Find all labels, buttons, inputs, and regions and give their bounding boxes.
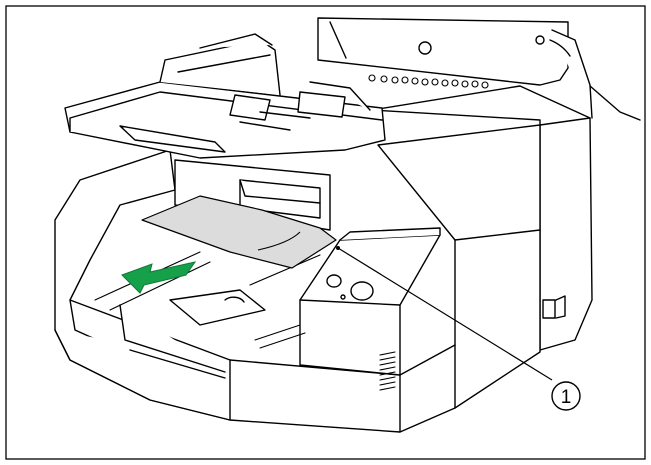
roller-row xyxy=(368,74,489,89)
scanner-body xyxy=(371,85,593,409)
jammed-paper xyxy=(141,195,337,269)
remove-direction-arrow-icon xyxy=(121,261,197,294)
exit-slot xyxy=(174,159,331,231)
callout-leader-dot xyxy=(336,246,340,250)
callout-leader-line xyxy=(337,247,553,381)
feed-tray xyxy=(64,33,386,159)
panel-button-large xyxy=(350,281,374,301)
callout-number: 1 xyxy=(561,387,572,408)
callout-marker: 1 xyxy=(551,381,581,411)
control-panel xyxy=(299,227,441,391)
panel-button-small xyxy=(326,274,342,288)
open-top-cover xyxy=(317,17,641,121)
vent-slots xyxy=(379,351,396,391)
